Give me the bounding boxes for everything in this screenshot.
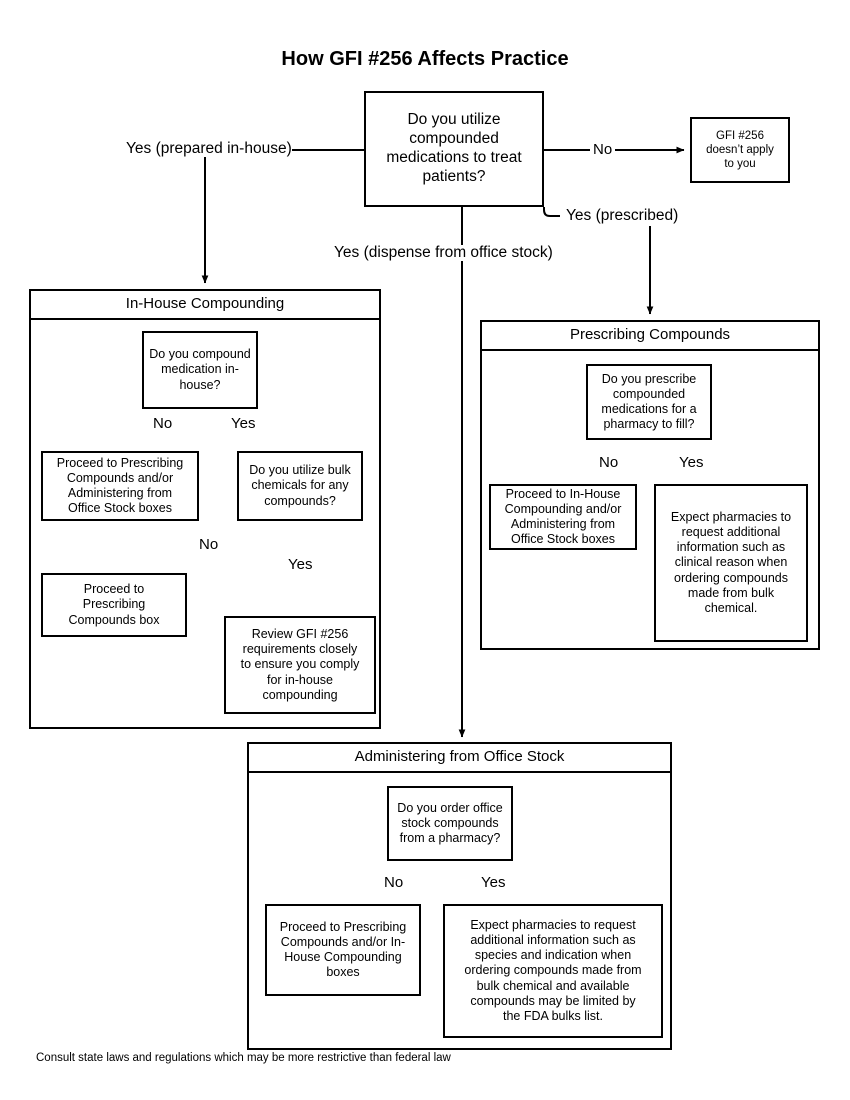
- office-stock-no-box[interactable]: Proceed to Prescribing Compounds and/or …: [265, 904, 421, 996]
- in-house-question-text: Do you compound medication in- house?: [149, 347, 251, 392]
- page-title: How GFI #256 Affects Practice: [281, 48, 569, 70]
- in-house-question-box[interactable]: Do you compound medication in- house?: [142, 331, 258, 409]
- edge-label-dispense-office-stock: Yes (dispense from office stock): [334, 244, 553, 261]
- edge-label-root-no: No: [590, 142, 616, 157]
- in-house-bulk-question-text: Do you utilize bulk chemicals for any co…: [249, 463, 351, 508]
- prescribing-no-box[interactable]: Proceed to In-House Compounding and/or A…: [489, 484, 637, 550]
- edge-root-inhouse: [201, 149, 364, 284]
- edge-label-prepared-in-house: Yes (prepared in-house): [126, 140, 292, 157]
- gfi-not-apply-text: GFI #256 doesn’t apply to you: [706, 129, 774, 170]
- root-decision-box[interactable]: Do you utilize compounded medications to…: [364, 91, 544, 207]
- in-house-sub-yes-box[interactable]: Review GFI #256 requirements closely to …: [224, 616, 376, 714]
- in-house-sub-yes-text: Review GFI #256 requirements closely to …: [240, 626, 360, 702]
- edge-label-office-stock-yes: Yes: [478, 875, 509, 890]
- edge-label-prescribed: Yes (prescribed): [566, 207, 679, 224]
- prescribing-question-text: Do you prescribe compounded medications …: [601, 371, 697, 432]
- panel-office-stock-header: Administering from Office Stock: [249, 744, 670, 773]
- in-house-bulk-question-box[interactable]: Do you utilize bulk chemicals for any co…: [237, 451, 363, 521]
- edge-label-prescribing-no: No: [596, 455, 622, 470]
- gfi-not-apply-box[interactable]: GFI #256 doesn’t apply to you: [690, 117, 790, 183]
- prescribing-no-text: Proceed to In-House Compounding and/or A…: [504, 486, 622, 547]
- office-stock-no-text: Proceed to Prescribing Compounds and/or …: [279, 919, 407, 980]
- office-stock-question-box[interactable]: Do you order office stock compounds from…: [387, 786, 513, 861]
- edge-label-prescribing-yes: Yes: [676, 455, 707, 470]
- panel-in-house-header: In-House Compounding: [31, 291, 379, 320]
- edge-label-in-house-sub-no: No: [196, 537, 222, 552]
- in-house-no-text: Proceed to Prescribing Compounds and/or …: [56, 455, 184, 516]
- edge-label-in-house-sub-yes: Yes: [285, 557, 316, 572]
- prescribing-question-box[interactable]: Do you prescribe compounded medications …: [586, 364, 712, 440]
- edge-label-in-house-no: No: [150, 416, 176, 431]
- prescribing-yes-text: Expect pharmacies to request additional …: [670, 509, 792, 616]
- in-house-sub-no-box[interactable]: Proceed to Prescribing Compounds box: [41, 573, 187, 637]
- office-stock-question-text: Do you order office stock compounds from…: [397, 800, 503, 846]
- office-stock-yes-text: Expect pharmacies to request additional …: [464, 917, 642, 1024]
- in-house-sub-no-text: Proceed to Prescribing Compounds box: [68, 582, 160, 627]
- footer-note: Consult state laws and regulations which…: [36, 1052, 451, 1064]
- edge-root-prescribing: [543, 207, 560, 217]
- edge-label-office-stock-no: No: [381, 875, 407, 890]
- in-house-no-box[interactable]: Proceed to Prescribing Compounds and/or …: [41, 451, 199, 521]
- panel-prescribing-header: Prescribing Compounds: [482, 322, 818, 351]
- office-stock-yes-box[interactable]: Expect pharmacies to request additional …: [443, 904, 663, 1038]
- root-decision-text: Do you utilize compounded medications to…: [386, 111, 522, 185]
- edge-label-in-house-yes: Yes: [228, 416, 259, 431]
- prescribing-yes-box[interactable]: Expect pharmacies to request additional …: [654, 484, 808, 642]
